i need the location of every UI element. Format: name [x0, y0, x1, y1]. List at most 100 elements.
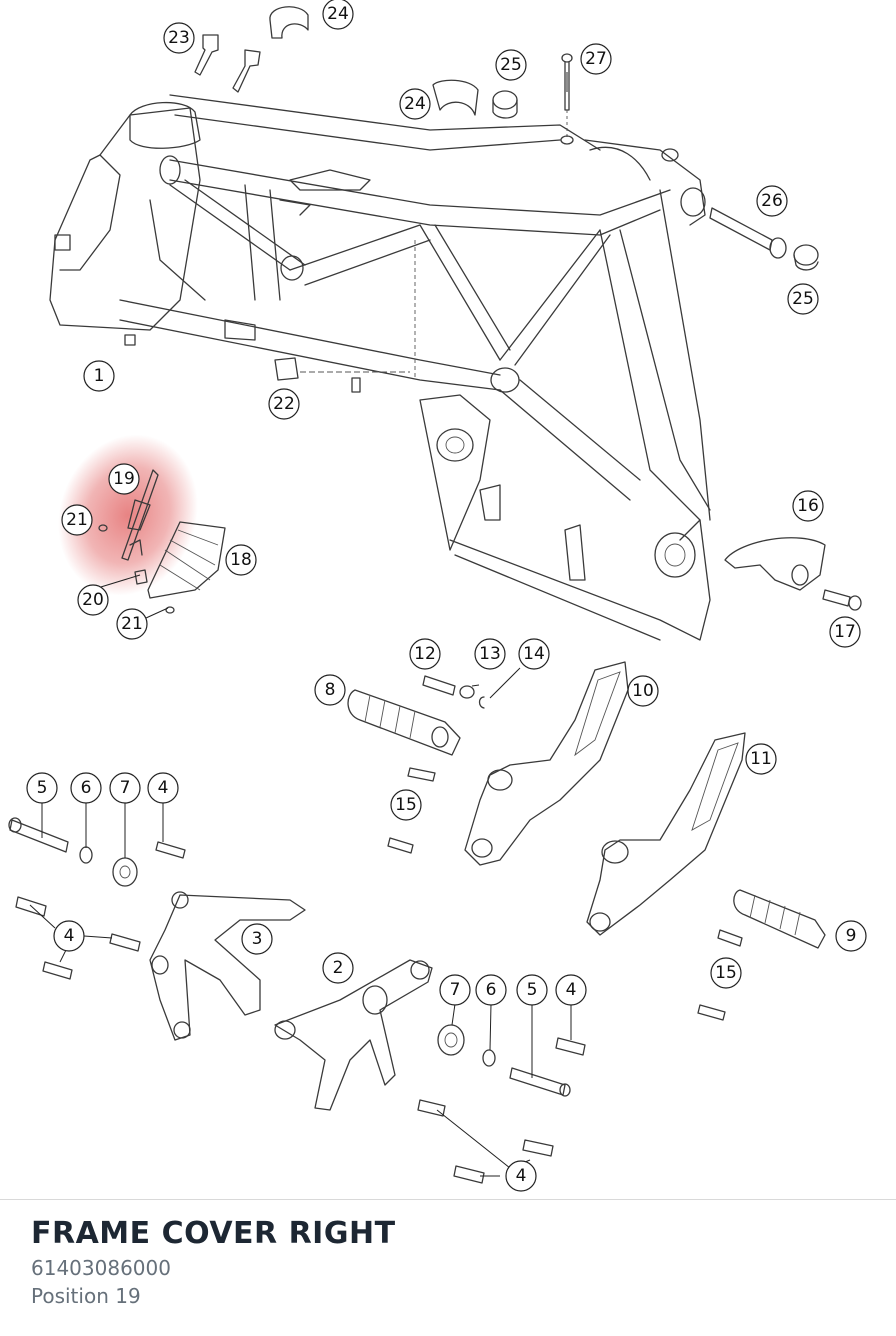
svg-text:3: 3	[252, 929, 263, 949]
callout-4[interactable]: 4	[147, 772, 179, 804]
part-17-bolt[interactable]	[822, 589, 862, 611]
part-13-washer[interactable]	[459, 685, 475, 699]
callout-2[interactable]: 2	[322, 952, 354, 984]
callout-1[interactable]: 1	[83, 360, 115, 392]
part-4-bolts-right[interactable]	[417, 1037, 586, 1184]
callout-20[interactable]: 20	[77, 584, 109, 616]
callout-7[interactable]: 7	[109, 772, 141, 804]
svg-text:22: 22	[273, 394, 295, 414]
part-15-bolts[interactable]	[387, 767, 743, 1021]
svg-text:4: 4	[158, 778, 169, 798]
callout-5[interactable]: 5	[516, 974, 548, 1006]
part-title: FRAME COVER RIGHT	[31, 1216, 396, 1251]
part-26-bolt[interactable]	[709, 207, 787, 259]
callout-13[interactable]: 13	[474, 638, 506, 670]
svg-text:25: 25	[792, 289, 814, 309]
callout-25[interactable]: 25	[787, 283, 819, 315]
svg-text:7: 7	[450, 980, 461, 1000]
part-14-clip[interactable]	[478, 696, 485, 709]
part-4-bolts-left[interactable]	[15, 841, 186, 980]
part-5-spacer-left[interactable]	[8, 817, 69, 853]
part-number: 61403086000	[31, 1256, 171, 1280]
svg-text:24: 24	[327, 4, 349, 24]
svg-text:11: 11	[750, 749, 772, 769]
part-2-heel-plate[interactable]	[274, 959, 433, 1111]
part-6-washer-right[interactable]	[482, 1049, 496, 1067]
callout-14[interactable]: 14	[518, 638, 550, 670]
callout-6[interactable]: 6	[475, 974, 507, 1006]
callout-4[interactable]: 4	[505, 1160, 537, 1192]
callout-4[interactable]: 4	[53, 920, 85, 952]
callout-26[interactable]: 26	[756, 185, 788, 217]
part-20-clip[interactable]	[134, 569, 148, 585]
callout-3[interactable]: 3	[241, 923, 273, 955]
svg-text:9: 9	[846, 926, 857, 946]
svg-text:12: 12	[414, 644, 436, 664]
part-16-cover[interactable]	[724, 537, 826, 591]
callout-10[interactable]: 10	[627, 675, 659, 707]
callout-21[interactable]: 21	[116, 608, 148, 640]
part-5-spacer-right[interactable]	[509, 1067, 571, 1097]
frame-drawing[interactable]	[49, 94, 711, 641]
part-21-screws[interactable]	[98, 524, 175, 614]
callout-8[interactable]: 8	[314, 674, 346, 706]
part-8-footpeg[interactable]	[347, 689, 461, 756]
callout-6[interactable]: 6	[70, 772, 102, 804]
part-7-bushing-left[interactable]	[112, 857, 138, 887]
svg-text:21: 21	[66, 510, 88, 530]
part-24-sleeves[interactable]	[269, 6, 479, 116]
svg-text:6: 6	[486, 980, 497, 1000]
svg-text:14: 14	[523, 644, 545, 664]
part-3-heel-plate[interactable]	[149, 891, 306, 1041]
svg-text:19: 19	[113, 469, 135, 489]
part-info-footer	[0, 1199, 896, 1336]
svg-text:26: 26	[761, 191, 783, 211]
svg-text:21: 21	[121, 614, 143, 634]
callout-19[interactable]: 19	[108, 463, 140, 495]
svg-text:7: 7	[120, 778, 131, 798]
part-9-footpeg[interactable]	[733, 889, 826, 949]
callout-5[interactable]: 5	[26, 772, 58, 804]
callout-12[interactable]: 12	[409, 638, 441, 670]
part-position: Position 19	[31, 1284, 141, 1308]
callout-24[interactable]: 24	[399, 88, 431, 120]
svg-text:10: 10	[632, 681, 654, 701]
part-19-frame-cover-right[interactable]	[121, 469, 159, 561]
part-10-bracket[interactable]	[464, 661, 629, 866]
callout-23[interactable]: 23	[163, 22, 195, 54]
svg-text:5: 5	[37, 778, 48, 798]
leader-lines	[29, 72, 572, 1177]
callout-4[interactable]: 4	[555, 974, 587, 1006]
part-25-plugs[interactable]	[492, 90, 819, 271]
part-22-clip[interactable]	[274, 357, 361, 393]
part-6-washer-left[interactable]	[79, 846, 93, 864]
svg-text:1: 1	[94, 366, 105, 386]
callout-7[interactable]: 7	[439, 974, 471, 1006]
svg-text:4: 4	[64, 926, 75, 946]
callout-22[interactable]: 22	[268, 388, 300, 420]
part-18-frame-cover[interactable]	[147, 521, 226, 599]
callout-11[interactable]: 11	[745, 743, 777, 775]
svg-text:15: 15	[715, 963, 737, 983]
selected-part-highlight	[58, 434, 198, 596]
callout-16[interactable]: 16	[792, 490, 824, 522]
svg-text:4: 4	[516, 1166, 527, 1186]
callout-15[interactable]: 15	[710, 957, 742, 989]
callout-18[interactable]: 18	[225, 544, 257, 576]
callout-17[interactable]: 17	[829, 616, 861, 648]
svg-text:8: 8	[325, 680, 336, 700]
svg-text:13: 13	[479, 644, 501, 664]
callout-24[interactable]: 24	[322, 0, 354, 30]
callout-15[interactable]: 15	[390, 789, 422, 821]
callout-9[interactable]: 9	[835, 920, 867, 952]
svg-text:18: 18	[230, 550, 252, 570]
callout-21[interactable]: 21	[61, 504, 93, 536]
svg-text:20: 20	[82, 590, 104, 610]
part-11-bracket[interactable]	[586, 732, 746, 936]
callout-27[interactable]: 27	[580, 43, 612, 75]
part-27-screw[interactable]	[560, 53, 574, 145]
part-23-bolts[interactable]	[194, 34, 261, 93]
part-7-bushing-right[interactable]	[437, 1024, 465, 1056]
callout-25[interactable]: 25	[495, 49, 527, 81]
part-12-pin[interactable]	[422, 675, 456, 696]
